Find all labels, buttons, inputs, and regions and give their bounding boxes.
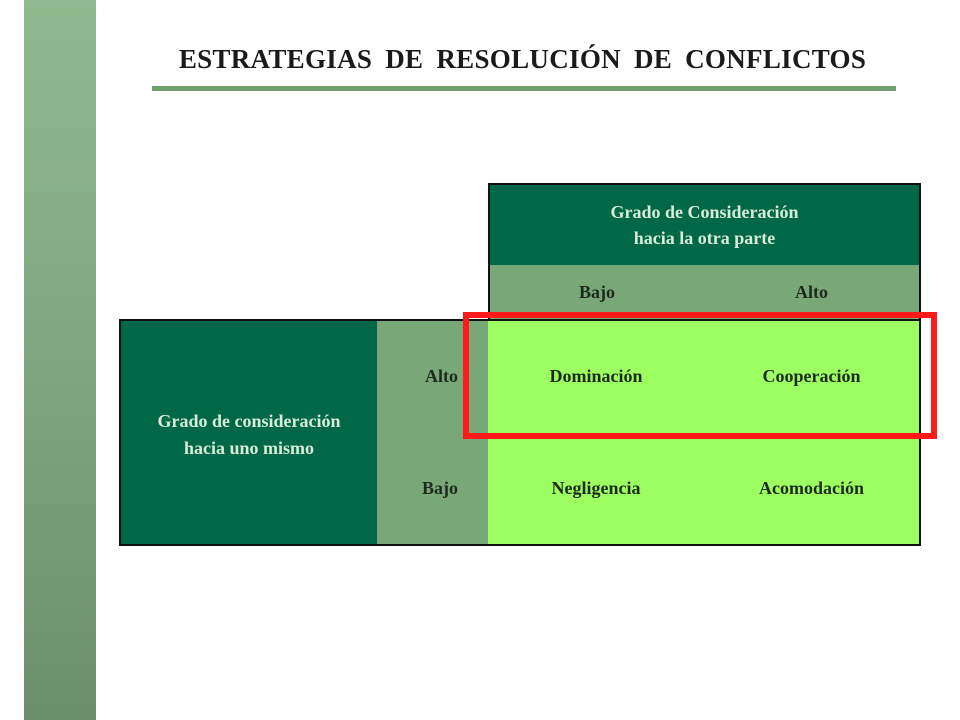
row-level-high: Alto xyxy=(377,319,490,434)
page-title: ESTRATEGIAS DE RESOLUCIÓN DE CONFLICTOS xyxy=(178,44,867,74)
row-level-high-label: Alto xyxy=(425,366,458,387)
column-level-low-label: Bajo xyxy=(579,281,615,302)
cell-cooperation: Cooperación xyxy=(704,319,921,434)
cell-negligence: Negligencia xyxy=(488,432,706,546)
column-level-high: Alto xyxy=(704,265,921,321)
row-header-line2: hacia uno mismo xyxy=(183,437,315,458)
column-header-line2: hacia la otra parte xyxy=(633,228,776,248)
row-header-line1: Grado de consideración xyxy=(157,411,341,432)
column-level-low: Bajo xyxy=(488,265,706,321)
cell-negligence-label: Negligencia xyxy=(551,477,641,498)
row-level-low-label: Bajo xyxy=(422,477,458,498)
cell-accommodation: Acomodación xyxy=(704,432,921,546)
title-underline xyxy=(152,86,896,91)
decorative-sidebar xyxy=(24,0,96,720)
column-level-high-label: Alto xyxy=(795,281,828,302)
cell-domination: Dominación xyxy=(488,319,706,434)
cell-accommodation-label: Acomodación xyxy=(759,477,864,498)
row-header: Grado de consideración hacia uno mismo xyxy=(119,319,379,546)
row-level-low: Bajo xyxy=(377,432,490,546)
cell-cooperation-label: Cooperación xyxy=(762,366,861,387)
column-header: Grado de Consideración hacia la otra par… xyxy=(488,183,921,267)
column-header-line1: Grado de Consideración xyxy=(610,201,799,222)
cell-domination-label: Dominación xyxy=(549,366,643,387)
